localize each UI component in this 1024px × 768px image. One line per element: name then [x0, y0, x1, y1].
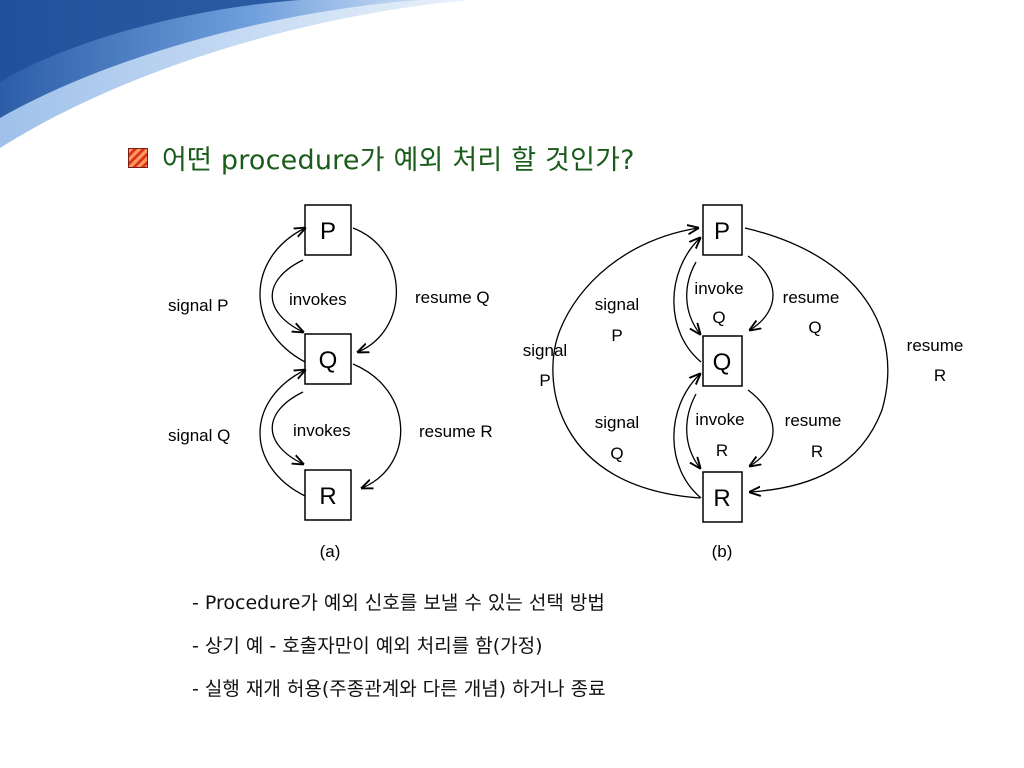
caption-a: (a) [320, 542, 341, 561]
label-a-signal-p: signal P [168, 296, 228, 315]
label-b-resume-q-2: Q [808, 318, 821, 337]
label-b-signal-p-1: signal [595, 295, 639, 314]
label-a-resume-q: resume Q [415, 288, 490, 307]
title-bullet-icon [128, 147, 148, 168]
node-a-q-label: Q [319, 347, 338, 374]
label-b-resume-r-outer-1: resume [907, 336, 964, 355]
label-a-resume-r: resume R [419, 422, 493, 441]
exception-handling-diagram: P Q R signal P invokes resume Q signal Q… [168, 204, 964, 561]
label-b-invoke-r-1: invoke [695, 410, 744, 429]
arrow-b-resume-r-outer [744, 227, 889, 492]
arrow-a-invokes-qr [271, 391, 303, 464]
arrow-a-signal-q [259, 370, 305, 497]
label-b-signal-q-1: signal [595, 413, 639, 432]
label-a-invokes-1: invokes [289, 290, 347, 309]
label-b-resume-r-1: resume [785, 411, 842, 430]
label-b-invoke-q-1: invoke [694, 279, 743, 298]
arrow-b-invoke-q [686, 261, 700, 334]
label-b-signal-p-2: P [611, 326, 622, 345]
diagram-a: P Q R signal P invokes resume Q signal Q… [168, 204, 493, 561]
arrow-b-invoke-r [686, 393, 700, 468]
label-b-resume-r-2: R [811, 442, 823, 461]
label-b-signal-q-2: Q [610, 444, 623, 463]
arrow-b-resume-q [748, 255, 774, 330]
node-a-r-label: R [319, 483, 336, 510]
arrow-a-invokes-pq [271, 259, 303, 332]
node-b-p [702, 204, 743, 256]
node-a-p-label: P [320, 218, 336, 245]
note-item: - 실행 재개 허용(주종관계와 다른 개념) 하거나 종료 [192, 678, 606, 700]
notes-list: - Procedure가 예외 신호를 보낼 수 있는 선택 방법 - 상기 예… [192, 586, 606, 715]
label-b-signal-p-outer-1: signal [523, 341, 567, 360]
node-b-r [702, 471, 743, 523]
node-a-r [304, 469, 352, 521]
node-a-q [304, 333, 352, 385]
caption-b: (b) [712, 542, 733, 561]
node-b-p-label: P [714, 218, 730, 245]
node-b-q-label: Q [713, 349, 732, 376]
arrow-b-signal-p [673, 238, 701, 363]
label-b-resume-q-1: resume [783, 288, 840, 307]
arrow-b-signal-p-outer [552, 228, 700, 499]
header-swoosh-decoration [0, 0, 470, 148]
note-item: - Procedure가 예외 신호를 보낼 수 있는 선택 방법 [192, 592, 605, 614]
arrow-b-resume-r [748, 389, 774, 466]
label-b-invoke-q-2: Q [712, 308, 725, 327]
arrow-a-resume-q [352, 227, 397, 352]
label-a-signal-q: signal Q [168, 426, 230, 445]
arrow-a-signal-p [259, 228, 305, 363]
label-b-resume-r-outer-2: R [934, 366, 946, 385]
diagram-b: P Q R signal P signal P invoke Q resume … [523, 204, 964, 561]
label-b-signal-p-outer-2: P [539, 371, 550, 390]
label-b-invoke-r-2: R [716, 441, 728, 460]
node-b-r-label: R [713, 485, 730, 512]
arrow-b-signal-q [673, 374, 701, 499]
note-item: - 상기 예 - 호출자만이 예외 처리를 함(가정) [192, 635, 543, 657]
label-a-invokes-2: invokes [293, 421, 351, 440]
node-b-q [702, 335, 743, 387]
slide-title: 어떤 procedure가 예외 처리 할 것인가? [128, 138, 635, 177]
arrow-a-resume-r [352, 363, 402, 488]
slide-title-text: 어떤 procedure가 예외 처리 할 것인가? [162, 145, 635, 176]
